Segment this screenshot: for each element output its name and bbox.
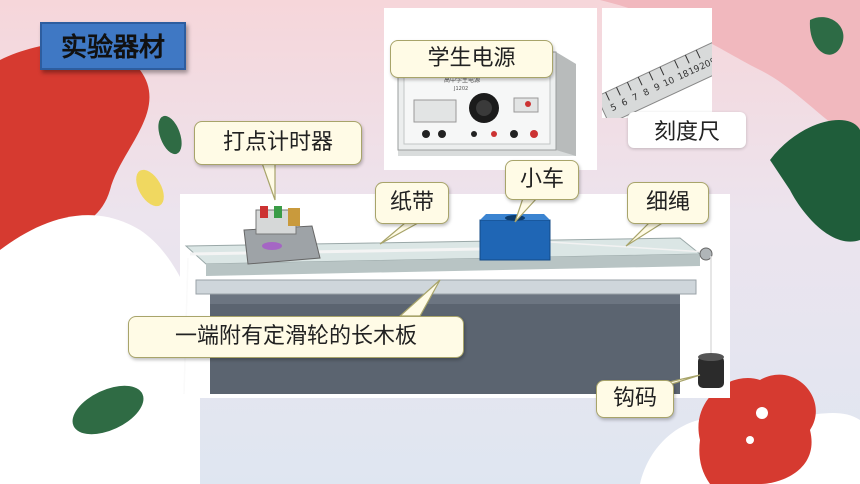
- red-flower-bottom-right: [698, 374, 816, 484]
- green-leaf-right: [809, 17, 844, 55]
- cart: [479, 219, 551, 261]
- device-model-text: J1202: [453, 86, 468, 92]
- apparatus-image: [180, 194, 730, 398]
- label-rope: 细绳: [627, 182, 709, 224]
- ruler-tick: 19: [687, 64, 702, 78]
- white-dot-1: [756, 407, 768, 419]
- ruler-photo: 5 6 7 8 9 10 18 19 20 deli: [595, 8, 728, 125]
- white-dot-2: [746, 436, 754, 444]
- svg-text:高中学生电源: 高中学生电源: [444, 76, 480, 84]
- apparatus-photo: [180, 194, 730, 398]
- hook-weight: [698, 356, 724, 388]
- label-power-supply: 学生电源: [390, 40, 553, 78]
- ruler-tick: 18: [676, 69, 691, 83]
- green-blob-right: [770, 120, 860, 242]
- pink-blob-top-right: [600, 0, 860, 140]
- ruler-tick: 6: [620, 97, 630, 109]
- power-supply-image: 高中学生电源 J1202: [384, 8, 597, 170]
- label-board: 一端附有定滑轮的长木板: [128, 316, 464, 358]
- ruler-tick: 7: [631, 92, 640, 103]
- page-title: 实验器材: [40, 22, 186, 70]
- ruler-tick: 9: [653, 82, 663, 94]
- ruler-tick: 8: [642, 87, 652, 99]
- white-cloud-bottom: [0, 215, 200, 484]
- label-tape: 纸带: [375, 182, 449, 224]
- label-cart: 小车: [505, 160, 579, 200]
- green-leaf-bottom: [72, 385, 144, 435]
- ruler-tick: 5: [609, 103, 618, 114]
- label-weight: 钩码: [596, 380, 674, 418]
- ruler-image: 5 6 7 8 9 10 18 19 20 deli: [595, 8, 728, 125]
- red-blob-top-left: [0, 42, 150, 250]
- label-timer: 打点计时器: [194, 121, 362, 165]
- power-supply-photo: 高中学生电源 J1202: [384, 8, 597, 170]
- yellow-leaf-left: [136, 169, 164, 207]
- ruler-tick: 10: [662, 75, 677, 89]
- green-leaf-left: [158, 115, 182, 155]
- ruler-tick: 20: [698, 59, 712, 73]
- label-ruler: 刻度尺: [628, 112, 746, 148]
